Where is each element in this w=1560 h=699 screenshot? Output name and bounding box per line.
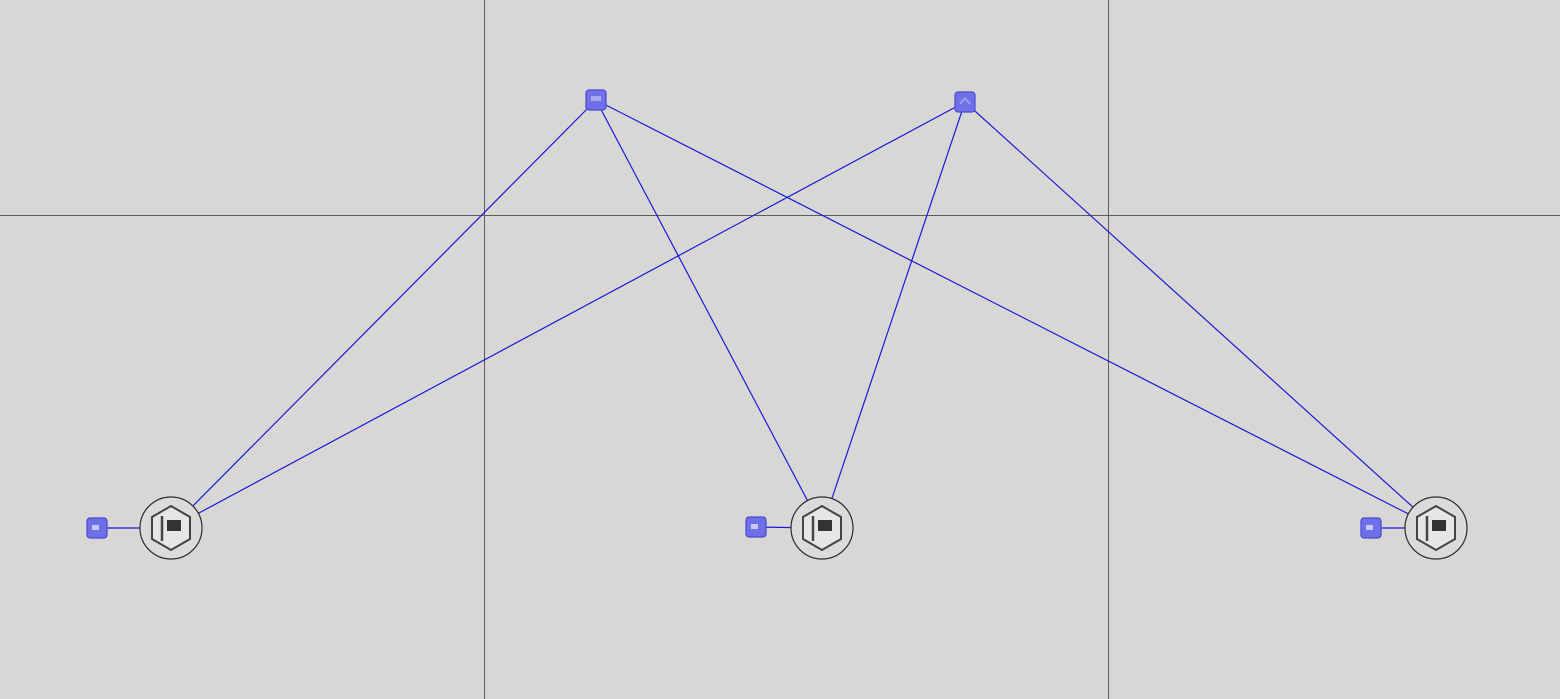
link-upper-right-to-base-left xyxy=(170,101,966,529)
flag-cloth xyxy=(1432,520,1446,531)
upper-left-node[interactable] xyxy=(585,89,607,111)
node-inner-mark xyxy=(92,525,99,530)
flag-cloth xyxy=(818,520,832,531)
link-upper-right-to-base-right xyxy=(964,101,1437,529)
node-inner-mark xyxy=(959,96,971,105)
outpost-right-node[interactable] xyxy=(1360,517,1382,539)
small-node-icon xyxy=(954,91,976,113)
flag-cloth xyxy=(167,520,181,531)
node-inner-mark xyxy=(751,524,758,529)
link-upper-left-to-base-left xyxy=(170,99,597,529)
node-inner-mark xyxy=(591,96,601,101)
link-upper-left-to-base-right xyxy=(595,99,1437,529)
base-left-node[interactable] xyxy=(139,496,203,560)
upper-right-node[interactable] xyxy=(954,91,976,113)
base-right-node[interactable] xyxy=(1404,496,1468,560)
outpost-left-node[interactable] xyxy=(86,517,108,539)
link-upper-right-to-base-center xyxy=(821,101,966,529)
outpost-center-node[interactable] xyxy=(745,516,767,538)
base-center-node[interactable] xyxy=(790,496,854,560)
node-inner-mark xyxy=(1366,525,1373,530)
connection-links xyxy=(97,99,1437,529)
link-upper-left-to-base-center xyxy=(595,99,823,529)
